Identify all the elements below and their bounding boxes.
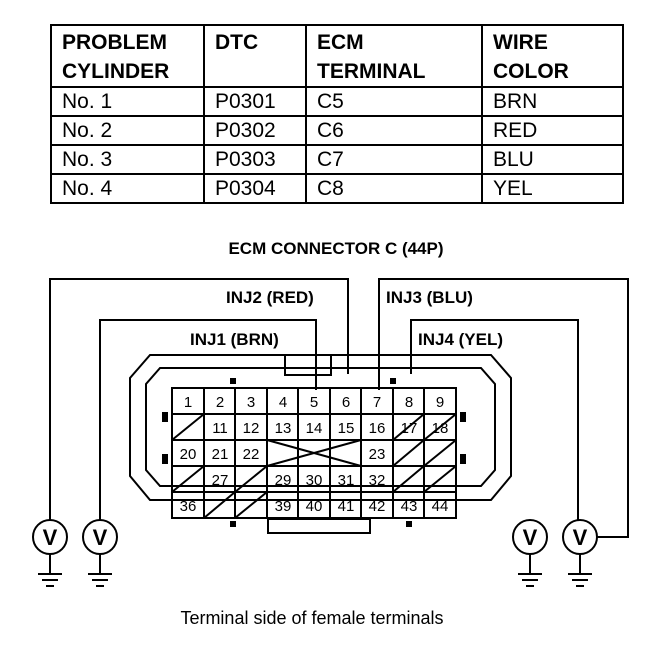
table-cell: BLU — [481, 144, 624, 175]
pin-number: 14 — [306, 420, 323, 437]
pin-number: 42 — [369, 498, 386, 515]
pin-number: 43 — [401, 498, 418, 515]
table-cell: P0304 — [203, 173, 307, 204]
voltmeter-2 — [82, 519, 118, 587]
voltmeter-3 — [512, 519, 548, 587]
table-cell: No. 2 — [50, 115, 205, 146]
pin-number: 18 — [432, 420, 449, 437]
pin-number: 13 — [275, 420, 292, 437]
pin-number: 11 — [212, 420, 228, 437]
pin-number: 36 — [180, 498, 197, 515]
meter-symbol-2: V — [93, 525, 108, 550]
pin-number: 12 — [243, 420, 260, 437]
voltmeter-1 — [32, 519, 68, 587]
pin-number: 27 — [212, 472, 229, 489]
pin-number: 39 — [275, 498, 292, 515]
connector-tab — [460, 412, 466, 422]
connector-tab — [390, 378, 396, 384]
header-dtc: DTC — [203, 24, 307, 88]
pin-number: 29 — [275, 472, 292, 489]
connector-latch-bottom — [267, 518, 371, 534]
pin-number: 7 — [373, 394, 381, 411]
label-inj3: INJ3 (BLU) — [386, 288, 473, 307]
pin-number: 30 — [306, 472, 323, 489]
table-cell: No. 1 — [50, 86, 205, 117]
table-cell: C7 — [305, 144, 483, 175]
connector-shell-outer — [129, 354, 512, 501]
table-cell: P0302 — [203, 115, 307, 146]
pin-number: 15 — [338, 420, 355, 437]
pin-number: 21 — [212, 446, 229, 463]
table-row: No. 2 P0302 C6 RED — [50, 115, 624, 146]
label-inj2: INJ2 (RED) — [226, 288, 314, 307]
table-cell: No. 3 — [50, 144, 205, 175]
pin-number: 22 — [243, 446, 260, 463]
pin-number: 8 — [405, 394, 413, 411]
table-cell: No. 4 — [50, 173, 205, 204]
wire-inj3 — [378, 278, 629, 520]
pin-number: 6 — [342, 394, 350, 411]
table-cell: RED — [481, 115, 624, 146]
table-cell: C8 — [305, 173, 483, 204]
connector-tab — [230, 378, 236, 384]
pin-number: 41 — [338, 498, 355, 515]
connector-tab — [162, 454, 168, 464]
pin-grid — [171, 387, 457, 519]
pin-number: 16 — [369, 420, 386, 437]
pin-number: 20 — [180, 446, 197, 463]
meter-symbol-1: V — [43, 525, 58, 550]
pin-number: 1 — [184, 394, 192, 411]
connector-title: ECM CONNECTOR C (44P) — [228, 239, 443, 258]
pin-number: 31 — [338, 472, 355, 489]
meter-symbol-3: V — [523, 525, 538, 550]
diagram-caption: Terminal side of female terminals — [180, 608, 443, 628]
table-row: No. 4 P0304 C8 YEL — [50, 173, 624, 204]
label-inj1: INJ1 (BRN) — [190, 330, 279, 349]
connector-tab — [230, 521, 236, 527]
table-cell: C5 — [305, 86, 483, 117]
table-cell: P0301 — [203, 86, 307, 117]
table-cell: C6 — [305, 115, 483, 146]
table-cell: P0303 — [203, 144, 307, 175]
wire-inj2 — [49, 278, 349, 520]
meter-symbol-4: V — [573, 525, 588, 550]
connector-tab — [162, 412, 168, 422]
pin-number: 17 — [401, 420, 418, 437]
connector-tab — [460, 454, 466, 464]
label-inj4: INJ4 (YEL) — [418, 330, 503, 349]
table-cell: BRN — [481, 86, 624, 117]
pin-number: 40 — [306, 498, 323, 515]
pin-number: 5 — [310, 394, 318, 411]
pin-number: 3 — [247, 394, 255, 411]
pin-number: 23 — [369, 446, 386, 463]
pin-number: 44 — [432, 498, 449, 515]
unused-pin-diagonals — [171, 413, 457, 519]
pin-number: 32 — [369, 472, 386, 489]
table-row: No. 3 P0303 C7 BLU — [50, 144, 624, 175]
connector-tab — [406, 521, 412, 527]
connector-shell-inner — [145, 367, 496, 487]
unused-cross — [266, 439, 362, 467]
pin-number: 9 — [436, 394, 444, 411]
connector-latch-top — [284, 354, 332, 376]
wire-inj4 — [410, 319, 579, 520]
table-row: No. 1 P0301 C5 BRN — [50, 86, 624, 117]
pin-number: 4 — [279, 394, 287, 411]
pin-number: 2 — [216, 394, 224, 411]
table-cell: YEL — [481, 173, 624, 204]
